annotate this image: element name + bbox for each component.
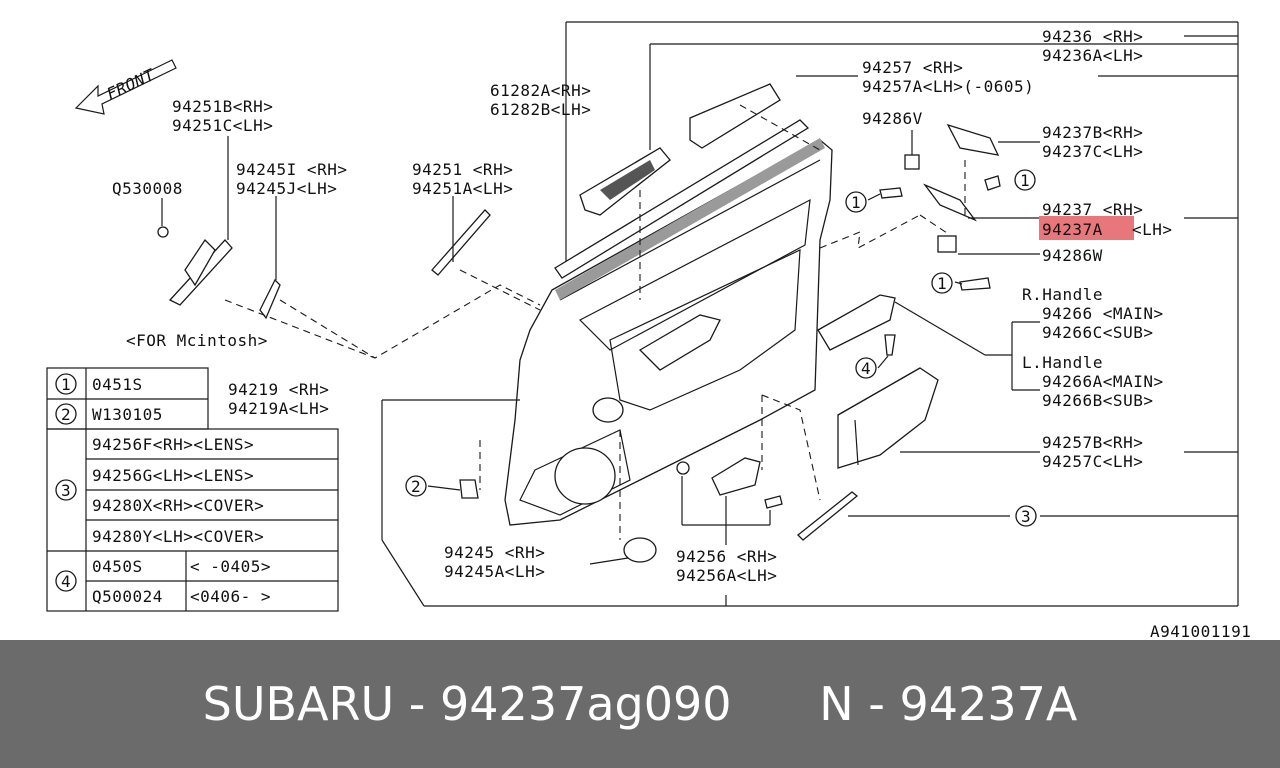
legend-3-item-1: 94256F<RH><LENS> xyxy=(92,435,254,454)
label-94236a: 94236A<LH> xyxy=(1042,46,1143,65)
frame-lines xyxy=(424,21,1239,607)
label-94286w: 94286W xyxy=(1042,246,1103,265)
legend-num-4: 4 xyxy=(61,572,71,591)
for-mcintosh-note: <FOR Mcintosh> xyxy=(126,331,268,350)
label-94237b: 94237B<RH> xyxy=(1042,123,1143,142)
label-94245j: 94245J<LH> xyxy=(236,179,337,198)
label-94257a: 94257A<LH>(-0605) xyxy=(862,77,1034,96)
legend-3-item-4: 94280Y<LH><COVER> xyxy=(92,527,264,546)
part-labels: 94236 <RH> 94236A<LH> 94257 <RH> 94257A<… xyxy=(112,27,1251,640)
label-94251b: 94251B<RH> xyxy=(172,97,273,116)
diagram-canvas: FRONT xyxy=(46,21,1251,640)
legend-1-item: 0451S xyxy=(92,375,143,394)
legend-2-item: W130105 xyxy=(92,405,163,424)
solid-leaders xyxy=(161,130,1040,607)
label-94256a: 94256A<LH> xyxy=(676,566,777,585)
callout-1c-circle xyxy=(931,272,953,294)
label-94237: 94237 <RH> xyxy=(1042,200,1143,219)
legend-4-item-2: Q500024 xyxy=(92,587,163,606)
label-94256: 94256 <RH> xyxy=(676,547,777,566)
part-number-caption: SUBARU - 94237ag090 N - 94237A xyxy=(202,677,1078,731)
label-94266b: 94266B<SUB> xyxy=(1042,391,1153,410)
callout-3: 3 xyxy=(1021,507,1031,526)
label-94257b: 94257B<RH> xyxy=(1042,433,1143,452)
dashed-leaders xyxy=(224,104,966,540)
label-94236: 94236 <RH> xyxy=(1042,27,1143,46)
label-94245a: 94245A<LH> xyxy=(444,562,545,581)
callout-4: 4 xyxy=(861,359,871,378)
callout-4-circle xyxy=(855,357,877,379)
catalog-id: A941001191 xyxy=(1150,622,1251,640)
label-94257c: 94257C<LH> xyxy=(1042,452,1143,471)
handle-assembly xyxy=(817,294,896,356)
highlight-box xyxy=(1039,216,1134,240)
label-94257: 94257 <RH> xyxy=(862,58,963,77)
legend-4-item-2-date: <0406- > xyxy=(190,587,271,606)
switch-panel-parts xyxy=(879,123,1001,291)
label-94237a-side: <LH> xyxy=(1132,220,1173,239)
front-arrow-icon: FRONT xyxy=(74,59,177,115)
callout-markers: 1 1 1 2 3 4 xyxy=(405,169,1037,527)
label-94219a: 94219A<LH> xyxy=(228,399,329,418)
callout-1a-circle xyxy=(845,191,867,213)
label-94219: 94219 <RH> xyxy=(228,380,329,399)
label-94251a: 94251A<LH> xyxy=(412,179,513,198)
lower-parts xyxy=(459,457,859,563)
label-r-handle: R.Handle xyxy=(1022,285,1103,304)
door-trim-panel xyxy=(504,138,833,526)
callout-1b: 1 xyxy=(1020,171,1030,190)
legend-3-item-2: 94256G<LH><LENS> xyxy=(92,466,254,485)
label-94251c: 94251C<LH> xyxy=(172,116,273,135)
legend-num-3: 3 xyxy=(61,481,71,500)
label-94245i: 94245I <RH> xyxy=(236,160,347,179)
label-l-handle: L.Handle xyxy=(1022,353,1103,372)
label-61282b: 61282B<LH> xyxy=(490,100,591,119)
legend-num-2: 2 xyxy=(61,405,71,424)
callout-1b-circle xyxy=(1014,169,1036,191)
legend-4-item-1: 0450S xyxy=(92,557,143,576)
callout-1c: 1 xyxy=(937,274,947,293)
callout-2: 2 xyxy=(411,477,421,496)
legend-4-item-1-date: < -0405> xyxy=(190,557,271,576)
label-94266a: 94266A<MAIN> xyxy=(1042,372,1164,391)
label-94266: 94266 <MAIN> xyxy=(1042,304,1164,323)
label-61282a: 61282A<RH> xyxy=(490,81,591,100)
footer-bar: SUBARU - 94237ag090 N - 94237A xyxy=(0,640,1280,768)
label-q530008: Q530008 xyxy=(112,179,183,198)
left-small-parts xyxy=(157,209,491,320)
label-94237a-highlighted: 94237A xyxy=(1042,220,1103,239)
label-94251: 94251 <RH> xyxy=(412,160,513,179)
legend-num-1: 1 xyxy=(61,375,71,394)
label-94286v: 94286V xyxy=(862,109,923,128)
label-94237c: 94237C<LH> xyxy=(1042,142,1143,161)
callout-1a: 1 xyxy=(851,193,861,212)
front-label: FRONT xyxy=(104,65,159,104)
label-94266c: 94266C<SUB> xyxy=(1042,323,1153,342)
parts-diagram: FRONT xyxy=(46,21,1251,640)
door-pocket xyxy=(837,367,939,469)
legend-table: 1 0451S 2 W130105 3 94256F<RH><LENS> 942… xyxy=(46,367,339,612)
callout-2-circle xyxy=(405,475,427,497)
legend-3-item-3: 94280X<RH><COVER> xyxy=(92,496,264,515)
upper-garnish xyxy=(554,83,810,279)
label-94245: 94245 <RH> xyxy=(444,543,545,562)
callout-3-circle xyxy=(1015,505,1037,527)
